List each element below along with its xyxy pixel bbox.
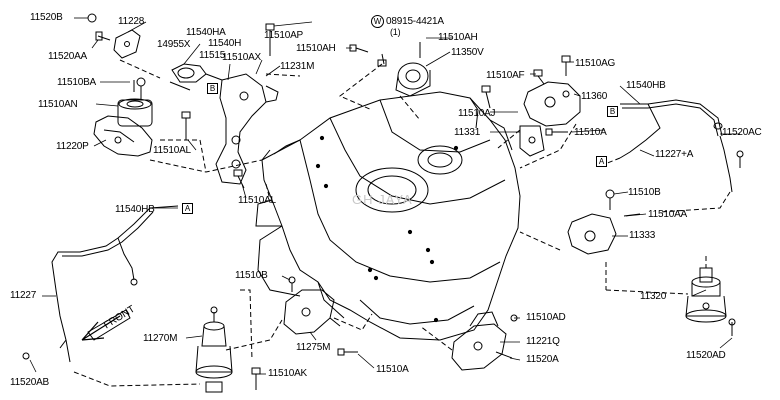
label-11510b-mid: 11510B <box>235 270 268 281</box>
label-11228: 11228 <box>118 16 145 27</box>
label-11510aa: 11510AA <box>648 209 688 220</box>
watermark: GH JAYA <box>352 192 413 207</box>
bracket-11510ax <box>215 73 279 185</box>
label-11510a-bottom: 11510A <box>376 364 409 375</box>
label-11350v: 11350V <box>451 47 484 58</box>
label-11510aj: 11510AJ <box>458 108 496 119</box>
label-11540hb-right: 11540HB <box>626 80 666 91</box>
label-11520ad: 11520AD <box>686 350 726 361</box>
label-11221q: 11221Q <box>526 336 560 347</box>
label-08915-qty: (1) <box>390 27 401 37</box>
label-11510al-top: 11510AL <box>153 145 191 156</box>
label-11540ha: 11540HA <box>186 27 226 38</box>
label-11510ah-right: 11510AH <box>438 32 478 43</box>
bushing-11350v <box>377 42 431 97</box>
label-11520ab: 11520AB <box>10 377 50 388</box>
label-11231m: 11231M <box>280 61 315 72</box>
rod-11540hb-right <box>619 99 744 193</box>
bracket-11360 <box>519 81 581 157</box>
label-11270m: 11270M <box>143 333 178 344</box>
label-08915-4421a: 08915-4421A <box>386 16 444 27</box>
ref-box-b-right: B <box>607 106 618 117</box>
label-11510ah-left: 11510AH <box>296 43 336 54</box>
ref-box-b-upper: B <box>207 83 218 94</box>
label-11510b-right: 11510B <box>628 187 661 198</box>
label-11510an: 11510AN <box>38 99 78 110</box>
rod-11540hb-left-and-pipe-11227 <box>22 205 179 363</box>
label-11510af: 11510AF <box>486 70 525 81</box>
label-11520ac: 11520AC <box>722 127 762 138</box>
label-11510ad: 11510AD <box>526 312 566 323</box>
label-11520aa: 11520AA <box>48 51 88 62</box>
label-11360: 11360 <box>581 91 608 102</box>
mount-bracket-11333 <box>567 189 641 255</box>
label-11320: 11320 <box>640 291 667 302</box>
label-11510a-right: 11510A <box>574 127 607 138</box>
bracket-11221q <box>451 311 518 371</box>
bracket-11275m <box>283 276 341 335</box>
engine-mount-11270m <box>195 306 233 393</box>
label-11220p: 11220P <box>56 141 89 152</box>
label-11515: 11515 <box>199 50 226 61</box>
label-11520a: 11520A <box>526 354 559 365</box>
label-11333: 11333 <box>629 230 656 241</box>
ref-box-a-right: A <box>596 156 607 167</box>
engine-block <box>255 91 521 341</box>
label-11540hb-left: 11540HB <box>115 204 155 215</box>
ref-box-a-left: A <box>182 203 193 214</box>
label-11510ak: 11510AK <box>268 368 308 379</box>
label-11331: 11331 <box>454 127 481 138</box>
washer-marker: W <box>371 15 384 28</box>
label-11510al-bottom: 11510AL <box>238 195 276 206</box>
mount-bracket-11220p <box>93 77 153 157</box>
label-11510ap: 11510AP <box>264 30 304 41</box>
label-11520b: 11520B <box>30 12 63 23</box>
label-11510ag: 11510AG <box>575 58 616 69</box>
label-11227: 11227 <box>10 290 37 301</box>
label-11510ax: 11510AX <box>222 52 262 63</box>
label-11275m: 11275M <box>296 342 331 353</box>
label-11510ba: 11510BA <box>57 77 97 88</box>
label-11227-a: 11227+A <box>655 149 694 160</box>
label-leaders <box>29 17 740 375</box>
label-14955x: 14955X <box>157 39 191 50</box>
label-11540h: 11540H <box>208 38 242 49</box>
engine-mount-11320 <box>685 267 736 336</box>
front-arrow <box>81 309 131 341</box>
leader-dashes <box>73 59 731 387</box>
